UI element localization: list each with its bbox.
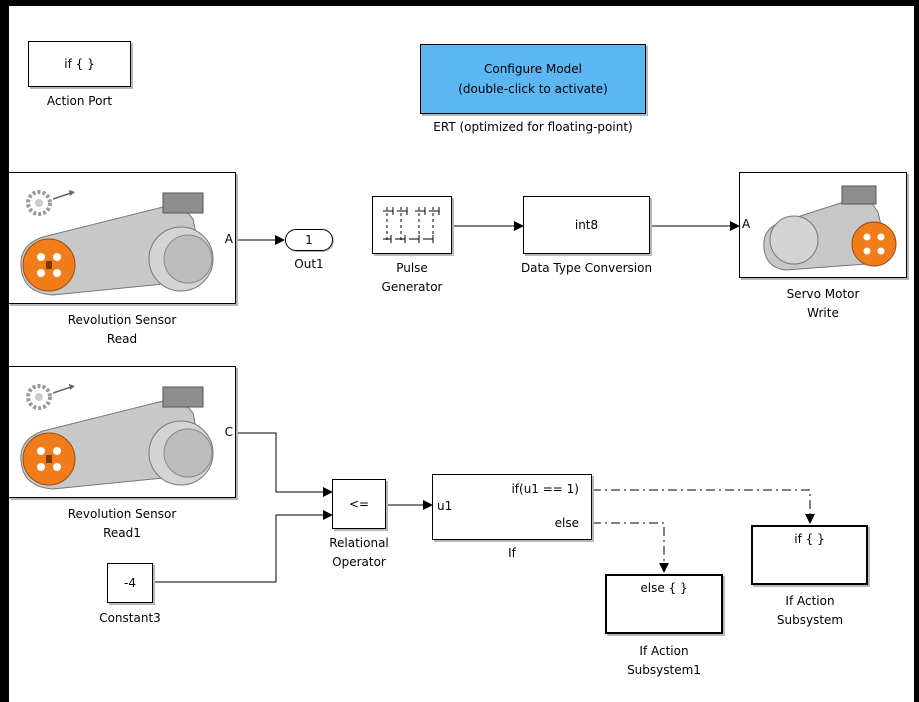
if-action-subsystem-label-line2: Subsystem [776, 613, 844, 627]
data-type-conversion-label: Data Type Conversion [520, 261, 653, 275]
pulse-generator-label: Pulse Generator [362, 259, 462, 297]
revolution-sensor-read-label-line1: Revolution Sensor [67, 313, 177, 327]
line-sensor1-to-relational[interactable] [236, 432, 333, 497]
line-constant-to-relational[interactable] [153, 510, 333, 583]
servo-motor-write-label-line2: Write [807, 306, 839, 320]
servo-motor-icon [763, 185, 897, 271]
pulse-wave-icon [383, 207, 440, 243]
revolution-sensor-read1-block[interactable]: C [8, 366, 236, 498]
relational-operator-block[interactable]: <= [332, 479, 386, 529]
frame-left-border [0, 0, 9, 702]
constant3-block[interactable]: -4 [107, 563, 153, 603]
out1-label: Out1 [294, 257, 324, 271]
if-input-u1: u1 [437, 499, 453, 513]
action-port-text: if { } [64, 57, 95, 71]
servo-motor-write-label-line1: Servo Motor [786, 287, 860, 301]
constant3-label: Constant3 [99, 611, 161, 625]
relational-operator-label-line2: Operator [332, 555, 386, 569]
if-action-subsystem-label: If Action Subsystem [760, 592, 860, 630]
relational-operator-label-line1: Relational [329, 536, 389, 550]
if-action-subsystem1-block[interactable]: else { } [605, 574, 723, 634]
pulse-generator-label-line2: Generator [381, 280, 443, 294]
if-block-label: If [508, 546, 516, 560]
action-port-label: Action Port [46, 94, 113, 108]
revolution-sensor-read1-label: Revolution Sensor Read1 [22, 505, 222, 543]
data-type-conversion-text: int8 [574, 218, 599, 232]
out1-block[interactable]: 1 [285, 229, 333, 251]
sensor-port-a: A [224, 232, 233, 246]
if-action-subsystem1-label-line1: If Action [639, 644, 689, 658]
if-action-subsystem1-text: else { } [640, 581, 688, 595]
pulse-generator-block[interactable] [372, 196, 452, 254]
configure-model-line2: (double-click to activate) [458, 82, 608, 96]
if-block[interactable]: u1 if(u1 == 1) else [432, 474, 592, 540]
if-action-subsystem-label-line1: If Action [785, 594, 835, 608]
servo-motor-write-label: Servo Motor Write [763, 285, 883, 323]
data-type-conversion-block[interactable]: int8 [523, 196, 650, 254]
pulse-generator-label-line1: Pulse [396, 261, 428, 275]
configure-model-label: ERT (optimized for floating-point) [433, 120, 633, 134]
nxt-motor-icon [20, 190, 214, 296]
if-output-condition: if(u1 == 1) [511, 482, 579, 496]
revolution-sensor-read-label: Revolution Sensor Read [22, 311, 222, 349]
if-action-subsystem-block[interactable]: if { } [751, 525, 868, 585]
relational-operator-label: Relational Operator [309, 534, 409, 572]
servo-port-a: A [742, 217, 751, 231]
nxt-motor-icon-2 [20, 384, 214, 490]
revolution-sensor-read-block[interactable]: A [8, 172, 236, 304]
if-action-subsystem-text: if { } [794, 532, 825, 546]
gear-icon [26, 190, 75, 216]
constant3-value: -4 [124, 576, 136, 590]
if-output-else: else [554, 516, 579, 530]
action-port-block[interactable]: if { } [28, 41, 131, 87]
if-action-subsystem1-label-line2: Subsystem1 [627, 663, 701, 677]
revolution-sensor-read-label-line2: Read [106, 332, 138, 346]
servo-motor-write-block[interactable]: A [739, 172, 907, 278]
gear-icon-2 [26, 384, 75, 410]
line-if-to-action-subsystem[interactable] [592, 489, 815, 524]
relational-operator-text: <= [348, 497, 370, 511]
revolution-sensor-read1-label-line2: Read1 [103, 526, 141, 540]
revolution-sensor-read1-label-line1: Revolution Sensor [67, 507, 177, 521]
frame-right-border [914, 0, 919, 702]
out1-value: 1 [305, 233, 313, 247]
if-action-subsystem1-label: If Action Subsystem1 [614, 642, 714, 680]
frame-top-border [0, 0, 919, 6]
configure-model-block[interactable]: Configure Model (double-click to activat… [420, 44, 646, 114]
sensor1-port-c: C [224, 425, 233, 439]
configure-model-line1: Configure Model [483, 62, 582, 76]
line-else-to-action-subsystem1[interactable] [592, 522, 669, 573]
